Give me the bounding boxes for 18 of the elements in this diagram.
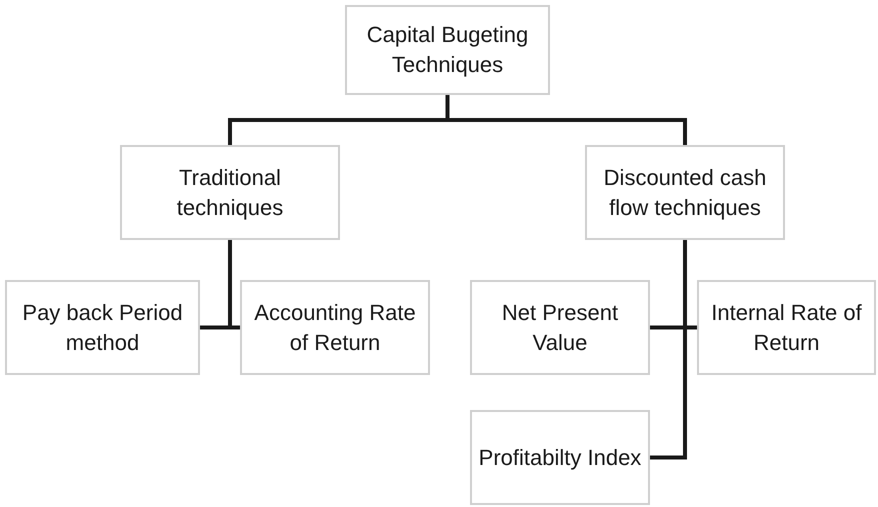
box-label: Profitabilty Index: [478, 444, 642, 472]
box-label: Discounted cash flow techniques: [602, 164, 768, 222]
process-box: [5, 280, 200, 375]
box-label: Accounting Rate of Return: [253, 298, 417, 356]
process-box: [345, 5, 550, 95]
connector-line: [650, 240, 687, 460]
box-label: Pay back Period method: [21, 298, 184, 356]
process-box: [697, 280, 876, 375]
box-label: Net Present Value: [500, 298, 620, 356]
box-label: Capital Bugeting Techniques: [366, 21, 530, 79]
process-box: [470, 280, 650, 375]
process-box: [470, 410, 650, 505]
box-label: Traditional techniques: [176, 164, 284, 222]
connector-line: [446, 95, 687, 145]
process-box: [240, 280, 430, 375]
process-box: [120, 145, 340, 240]
process-box: [585, 145, 785, 240]
box-label: Internal Rate of Return: [710, 298, 863, 356]
